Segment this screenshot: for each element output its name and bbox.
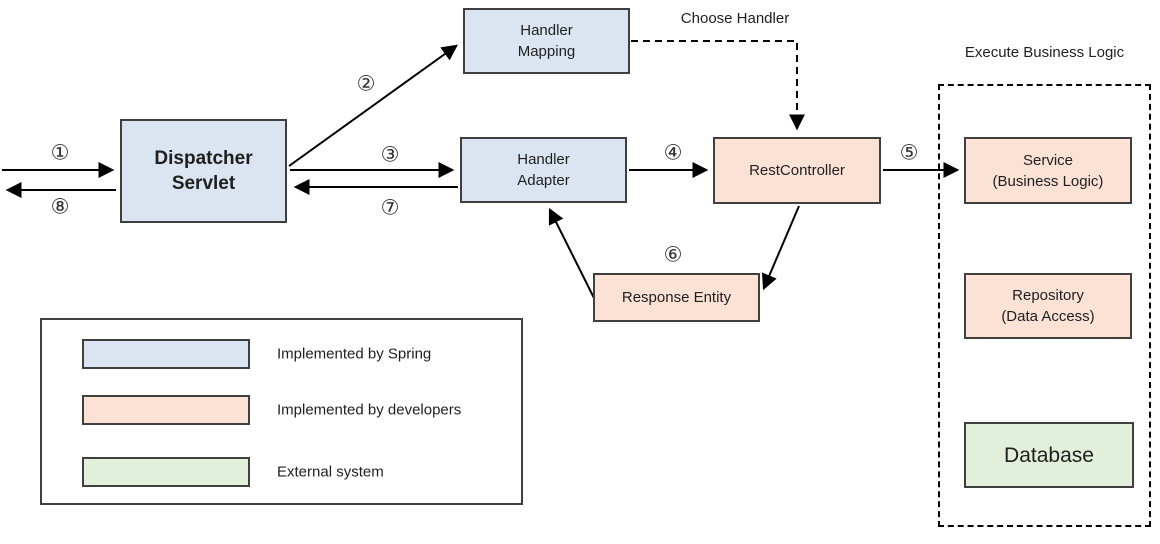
legend-box: Implemented by Spring Implemented by dev… (40, 318, 523, 505)
node-label: RestController (749, 162, 845, 179)
restcontroller-node: RestController (713, 137, 881, 204)
dashed-arrow-choose-handler (631, 40, 805, 131)
dispatcher-servlet-node: Dispatcher Servlet (120, 119, 287, 223)
node-label-line: Repository (1012, 287, 1084, 304)
node-label-line: Service (1022, 151, 1074, 169)
legend-swatch-developers (82, 395, 250, 425)
service-node: Service (Business Logic) (964, 137, 1132, 204)
database-node: Database (964, 422, 1134, 488)
arrow-step2-to-handler-mapping (288, 44, 458, 167)
node-label-line: Handler (520, 22, 573, 39)
step-number-6: ⑥ (663, 243, 683, 267)
node-label: Database (1004, 443, 1094, 467)
response-entity-node: Response Entity (593, 273, 760, 322)
node-label-line: Dispatcher (154, 148, 253, 169)
step-number-7: ⑦ (380, 196, 400, 220)
step-number-2: ② (356, 72, 376, 96)
legend-swatch-external (82, 457, 250, 487)
node-label-line: Adapter (517, 172, 570, 189)
choose-handler-label: Choose Handler (680, 10, 790, 27)
business-logic-region (938, 84, 1151, 527)
handler-mapping-node: Handler Mapping (463, 8, 630, 74)
legend-label-external: External system (277, 463, 384, 481)
legend-swatch-spring (82, 339, 250, 369)
legend-label-spring: Implemented by Spring (277, 345, 432, 363)
repository-node: Repository (Data Access) (964, 273, 1132, 339)
legend-label-developers: Implemented by developers (277, 401, 462, 419)
step-number-3: ③ (380, 143, 400, 167)
arrow-step6-response-entity-to-adapter (548, 207, 595, 299)
node-label-line: Mapping (517, 43, 576, 60)
execute-business-logic-label: Execute Business Logic (964, 44, 1125, 61)
step-number-4: ④ (663, 141, 683, 165)
step-number-5: ⑤ (899, 141, 919, 165)
step-number-1: ① (50, 141, 70, 165)
step-number-8: ⑧ (50, 195, 70, 219)
node-label-line: (Data Access) (1001, 308, 1095, 325)
node-label-line: Handler (517, 151, 570, 168)
node-label: Response Entity (621, 289, 732, 306)
arrow-restcontroller-to-response-entity (761, 205, 800, 291)
node-label-line: (Business Logic) (992, 172, 1104, 190)
handler-adapter-node: Handler Adapter (460, 137, 627, 203)
node-label-line: Servlet (171, 173, 236, 194)
